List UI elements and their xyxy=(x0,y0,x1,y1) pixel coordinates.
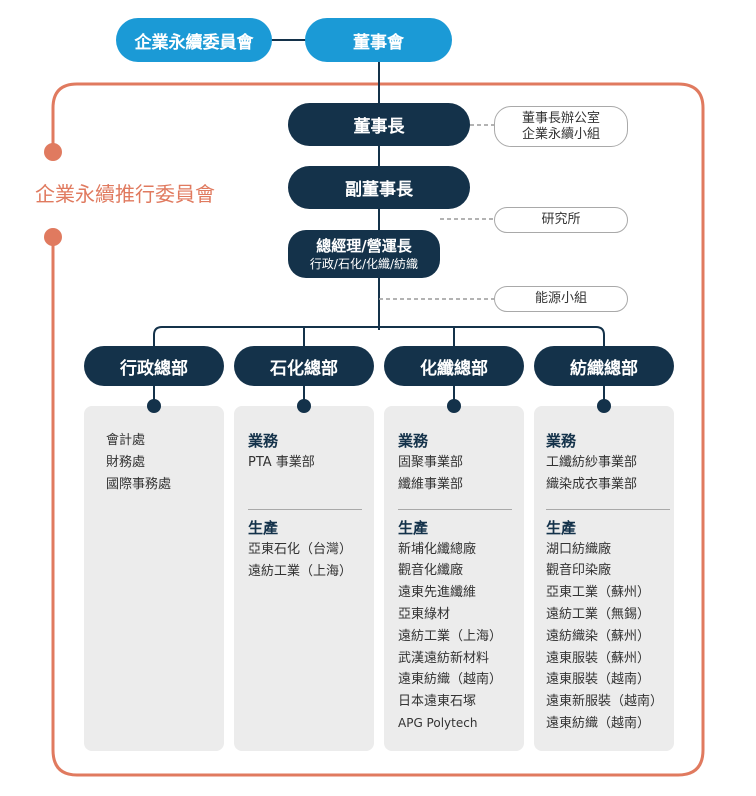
textile-production-title: 生產 xyxy=(546,518,577,537)
petrochem-divider xyxy=(248,508,362,510)
textile-production-item: 遠東新服裝（越南） xyxy=(546,694,664,710)
vice-chairman-label: 副董事長 xyxy=(345,180,413,200)
polyester-production-title: 生產 xyxy=(398,518,429,537)
textile-production-item: 湖口紡織廠 xyxy=(546,541,612,557)
chairman-office-line1: 董事長辦公室 xyxy=(521,110,600,126)
admin-item: 財務處 xyxy=(106,454,146,470)
research-note: 研究所 xyxy=(494,207,628,233)
chairman-box: 董事長 xyxy=(288,103,470,146)
polyester-production-item: APG Polytech xyxy=(398,715,478,730)
president-box: 總經理/營運長 行政/石化/化纖/紡織 xyxy=(288,230,440,278)
petrochem-connector-dot xyxy=(297,399,311,413)
sustainability-committee-box: 企業永續委員會 xyxy=(116,18,272,62)
textile-production-item: 遠紡工業（無錫） xyxy=(546,606,651,622)
side-committee-label: 企業永續推行委員會 xyxy=(35,182,215,206)
division-petrochem-box: 石化總部 xyxy=(234,346,374,386)
board-box: 董事會 xyxy=(305,18,452,62)
polyester-production-item: 遠紡工業（上海） xyxy=(398,628,503,644)
division-admin-box: 行政總部 xyxy=(84,346,224,386)
polyester-production-item: 遠東先進纖維 xyxy=(398,585,477,601)
chairman-office-note: 董事長辦公室 企業永續小組 xyxy=(494,106,628,147)
chairman-office-line2: 企業永續小組 xyxy=(521,126,600,142)
polyester-divider xyxy=(398,508,512,510)
research-label: 研究所 xyxy=(541,212,581,227)
admin-item: 會計處 xyxy=(106,433,146,448)
textile-production-item: 遠東紡織（越南） xyxy=(546,715,651,731)
president-title: 總經理/營運長 xyxy=(316,236,412,255)
sustainability-committee-label: 企業永續委員會 xyxy=(134,32,254,53)
textile-divider xyxy=(546,508,670,510)
petrochem-production-item: 亞東石化（台灣） xyxy=(248,541,353,557)
division-admin-label: 行政總部 xyxy=(120,358,188,379)
textile-business-title: 業務 xyxy=(546,432,577,450)
polyester-connector-dot xyxy=(447,399,461,413)
textile-business-item: 工纖紡紗事業部 xyxy=(546,455,638,470)
polyester-production-item: 觀音化纖廠 xyxy=(398,563,464,579)
textile-production-item: 亞東工業（蘇州） xyxy=(546,585,651,601)
textile-production-item: 遠東服裝（越南） xyxy=(546,672,651,688)
energy-note: 能源小組 xyxy=(494,286,628,312)
polyester-business-item: 纖維事業部 xyxy=(398,476,464,492)
polyester-production-item: 遠東紡織（越南） xyxy=(398,672,503,688)
textile-business-item: 織染成衣事業部 xyxy=(546,476,638,492)
chairman-label: 董事長 xyxy=(353,117,405,137)
vice-chairman-box: 副董事長 xyxy=(288,166,470,209)
committee-dot-bottom xyxy=(44,228,62,246)
petrochem-business-item: PTA 事業部 xyxy=(248,455,315,470)
textile-production-item: 遠東服裝（蘇州） xyxy=(546,650,651,666)
admin-connector-dot xyxy=(147,399,161,413)
textile-production-item: 觀音印染廠 xyxy=(546,563,612,579)
polyester-production-item: 亞東綠材 xyxy=(398,606,451,622)
division-petrochem-label: 石化總部 xyxy=(270,358,338,379)
division-polyester-box: 化纖總部 xyxy=(384,346,524,386)
textile-production-item: 遠紡織染（蘇州） xyxy=(546,628,651,644)
polyester-production-item: 新埔化纖總廠 xyxy=(398,541,477,557)
polyester-business-item: 固聚事業部 xyxy=(398,455,464,470)
division-textile-box: 紡織總部 xyxy=(534,346,674,386)
petrochem-production-item: 遠紡工業（上海） xyxy=(248,563,353,579)
committee-dot-top xyxy=(44,143,62,161)
division-textile-label: 紡織總部 xyxy=(570,358,638,379)
petrochem-production-title: 生產 xyxy=(248,518,279,537)
polyester-panel: 業務 固聚事業部 纖維事業部 生產 新埔化纖總廠 觀音化纖廠 遠東先進纖維 亞東… xyxy=(384,406,524,751)
textile-connector-dot xyxy=(597,399,611,413)
president-scope: 行政/石化/化纖/紡織 xyxy=(309,256,419,271)
petrochem-panel: 業務 PTA 事業部 生產 亞東石化（台灣） 遠紡工業（上海） xyxy=(234,406,374,751)
polyester-business-title: 業務 xyxy=(398,432,429,450)
energy-label: 能源小組 xyxy=(534,291,587,306)
board-label: 董事會 xyxy=(353,32,404,53)
textile-panel: 業務 工纖紡紗事業部 織染成衣事業部 生產 湖口紡織廠 觀音印染廠 亞東工業（蘇… xyxy=(534,406,674,751)
petrochem-business-title: 業務 xyxy=(248,432,279,450)
polyester-production-item: 日本遠東石塚 xyxy=(398,694,477,710)
admin-item: 國際事務處 xyxy=(106,476,172,492)
polyester-production-item: 武漢遠紡新材料 xyxy=(398,650,490,666)
division-polyester-label: 化纖總部 xyxy=(420,358,488,379)
admin-panel: 會計處 財務處 國際事務處 xyxy=(84,406,224,751)
